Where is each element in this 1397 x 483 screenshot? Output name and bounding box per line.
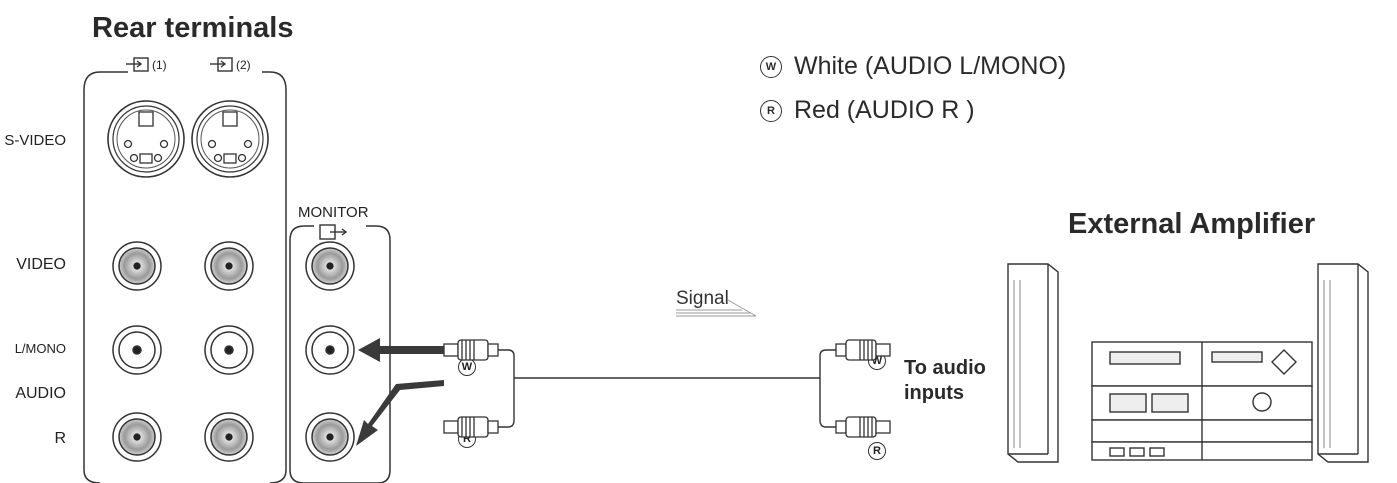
row-label-video: VIDEO: [16, 256, 66, 273]
rca-plugs-left: [443, 339, 499, 438]
audio-cable: [498, 349, 836, 428]
input1-icon: [126, 57, 149, 72]
monitor-label: MONITOR: [298, 204, 369, 221]
to-audio-inputs-label: To audio inputs: [904, 356, 986, 406]
signal-arrow: [676, 299, 757, 317]
input2-number: (2): [236, 58, 251, 72]
legend-red-text: Red (AUDIO R ): [794, 96, 975, 124]
monitor-panel: [289, 225, 391, 483]
to-audio-line2: inputs: [904, 382, 964, 404]
white-symbol-icon: W: [760, 55, 782, 78]
rca-plugs-right: [835, 339, 891, 438]
input1-number: (1): [152, 58, 167, 72]
to-audio-line1: To audio: [904, 357, 986, 379]
external-amplifier-title: External Amplifier: [1068, 208, 1316, 240]
s-video-jack-2: [191, 100, 269, 178]
legend-white: W White (AUDIO L/MONO): [760, 52, 1066, 81]
external-amplifier-icon: [1007, 263, 1369, 463]
red-symbol-icon: R: [760, 99, 782, 122]
legend-white-text: White (AUDIO L/MONO): [794, 52, 1067, 80]
rca-jacks-rear: [112, 241, 254, 462]
connection-arrows: [356, 338, 444, 446]
row-label-l-mono: L/MONO: [14, 341, 66, 356]
rear-panel: [83, 71, 287, 483]
plug-red-marker-right: R: [868, 442, 886, 460]
row-label-s-video: S-VIDEO: [4, 132, 66, 149]
signal-label: Signal: [676, 288, 729, 309]
legend-red: R Red (AUDIO R ): [760, 96, 975, 125]
input2-icon: [210, 57, 233, 72]
s-video-jack-1: [107, 100, 185, 178]
row-label-r: R: [54, 430, 66, 447]
rear-terminals-title: Rear terminals: [92, 12, 294, 44]
monitor-output-icon: [319, 224, 348, 240]
row-label-audio: AUDIO: [15, 385, 66, 402]
rca-jacks-monitor: [305, 241, 355, 462]
